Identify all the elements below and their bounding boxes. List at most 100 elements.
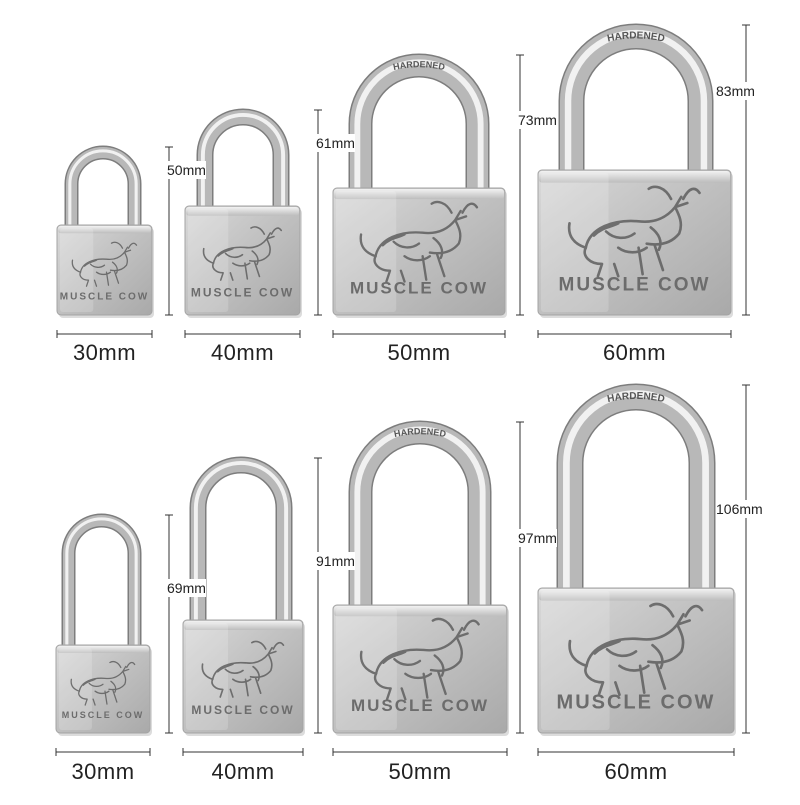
bull-emblem bbox=[568, 602, 704, 697]
height-label: 61mm bbox=[316, 134, 355, 152]
bull-horns bbox=[647, 185, 701, 201]
bull-horns bbox=[431, 617, 480, 631]
body-top-bevel bbox=[334, 189, 504, 200]
bull-tail bbox=[359, 650, 378, 675]
bull-tail bbox=[71, 259, 82, 273]
bull-legs bbox=[583, 244, 665, 278]
body-top-bevel bbox=[334, 606, 506, 617]
shackle bbox=[191, 458, 291, 628]
padlock: HARDENED MUSCLE COW bbox=[332, 53, 524, 338]
shackle bbox=[350, 422, 490, 613]
bull-tail bbox=[567, 222, 588, 250]
bull-emblem bbox=[202, 226, 283, 281]
bull-horns bbox=[110, 241, 138, 249]
body-top-bevel bbox=[539, 589, 733, 601]
width-label: 40mm bbox=[211, 759, 275, 784]
bull-tail bbox=[201, 663, 214, 681]
width-label: 30mm bbox=[72, 340, 137, 365]
body-top-bevel bbox=[184, 621, 302, 631]
width-label: 50mm bbox=[387, 340, 451, 365]
bull-back bbox=[584, 195, 689, 250]
shackle-highlight bbox=[193, 460, 289, 628]
height-label: 69mm bbox=[167, 579, 206, 597]
bull-emblem bbox=[70, 660, 136, 706]
bull-horns bbox=[109, 660, 136, 669]
shackle-engraving: HARDENED bbox=[392, 59, 446, 72]
padlock: MUSCLE COW bbox=[182, 456, 322, 756]
bull-muscles bbox=[593, 639, 664, 672]
width-label: 50mm bbox=[388, 759, 452, 784]
height-label: 97mm bbox=[518, 529, 557, 547]
brand-text: MUSCLE COW bbox=[60, 292, 149, 303]
bull-muscles bbox=[217, 247, 259, 267]
bull-back bbox=[585, 612, 691, 668]
shackle-engraving-text: HARDENED bbox=[392, 59, 446, 72]
brand-text: MUSCLE COW bbox=[559, 274, 711, 295]
shackle-edge bbox=[189, 456, 293, 628]
brand-text: MUSCLE COW bbox=[62, 710, 145, 720]
body-top-bevel bbox=[58, 226, 151, 234]
body bbox=[332, 604, 508, 734]
height-label: 83mm bbox=[716, 82, 755, 100]
bull-emblem bbox=[201, 640, 285, 698]
bull-horns bbox=[649, 602, 704, 618]
shackle-highlight bbox=[564, 29, 708, 178]
bull-muscles bbox=[592, 222, 662, 254]
shackle-highlight bbox=[68, 149, 138, 233]
height-label: 91mm bbox=[316, 552, 355, 570]
body bbox=[537, 169, 732, 316]
brand-text: MUSCLE COW bbox=[191, 703, 294, 717]
shackle-highlight bbox=[354, 59, 484, 196]
bull-back bbox=[374, 209, 468, 258]
height-label: 50mm bbox=[167, 161, 206, 179]
shackle-engraving: HARDENED bbox=[606, 30, 665, 44]
height-label: 106mm bbox=[716, 500, 763, 518]
bull-back bbox=[211, 646, 277, 681]
shackle-edge bbox=[61, 513, 142, 653]
bull-legs bbox=[373, 253, 446, 283]
bull-horns bbox=[250, 226, 283, 235]
shackle-engraving-text: HARDENED bbox=[606, 391, 665, 405]
padlock: MUSCLE COW bbox=[184, 108, 322, 338]
bull-back bbox=[374, 626, 469, 675]
shackle-engraving: HARDENED bbox=[606, 391, 665, 405]
width-label: 60mm bbox=[602, 340, 667, 365]
shackle-engraving-text: HARDENED bbox=[606, 30, 665, 44]
bull-emblem bbox=[71, 241, 138, 287]
bull-muscles bbox=[82, 678, 117, 695]
padlock: MUSCLE COW bbox=[56, 145, 173, 338]
shackle bbox=[558, 385, 714, 596]
shackle bbox=[198, 110, 288, 214]
width-label: 40mm bbox=[210, 340, 275, 365]
body-top-bevel bbox=[539, 171, 730, 183]
padlock: HARDENED MUSCLE COW bbox=[537, 23, 750, 338]
shackle bbox=[63, 515, 140, 653]
bull-tail bbox=[202, 247, 215, 264]
brand-text: MUSCLE COW bbox=[191, 285, 294, 299]
bull-muscles bbox=[83, 259, 118, 276]
bull-muscles bbox=[216, 663, 260, 683]
width-label: 60mm bbox=[604, 759, 668, 784]
height-label: 73mm bbox=[518, 111, 557, 129]
padlock: MUSCLE COW bbox=[55, 513, 173, 756]
bull-emblem bbox=[359, 617, 480, 701]
shackle bbox=[560, 25, 712, 178]
body bbox=[537, 587, 735, 734]
shackle-highlight bbox=[200, 112, 286, 214]
bull-legs bbox=[212, 261, 261, 281]
bull-horns bbox=[430, 200, 479, 214]
body bbox=[332, 187, 506, 316]
body-top-bevel bbox=[186, 207, 299, 216]
bull-muscles bbox=[381, 233, 444, 262]
width-label: 30mm bbox=[71, 759, 135, 784]
bull-back bbox=[212, 232, 275, 264]
bull-tail bbox=[359, 233, 377, 258]
brand-text: MUSCLE COW bbox=[350, 278, 488, 297]
shackle-highlight bbox=[354, 426, 486, 613]
